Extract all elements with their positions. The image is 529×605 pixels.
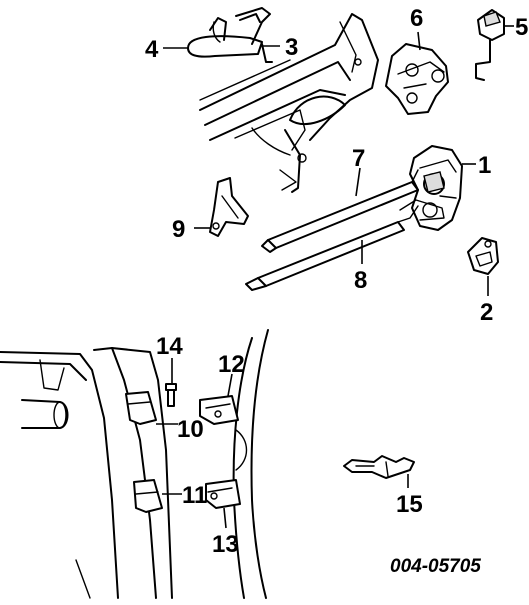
callout-7: 7 (352, 145, 365, 172)
callout-9: 9 (172, 216, 185, 243)
callout-1: 1 (478, 152, 491, 179)
callout-13: 13 (212, 531, 239, 558)
callout-3: 3 (285, 34, 298, 61)
lock-rod-clip (475, 9, 505, 81)
diagram-code: 004-05705 (390, 556, 481, 577)
callout-12: 12 (218, 351, 245, 378)
callout-6: 6 (410, 5, 423, 32)
hinge-bolt (165, 383, 177, 407)
upper-door-hinge (199, 395, 239, 425)
leader-12 (227, 373, 233, 397)
callout-14: 14 (156, 333, 183, 360)
door-inner-panel (199, 13, 379, 193)
lower-door-hinge (205, 479, 241, 509)
callout-4: 4 (145, 36, 159, 63)
callout-11: 11 (182, 482, 207, 509)
leader-6 (417, 31, 421, 51)
door-latch (399, 145, 463, 231)
upper-hinge (125, 391, 157, 425)
control-rods (245, 169, 419, 291)
inside-handle (187, 7, 273, 63)
handle-bracket (209, 177, 249, 237)
callout-5: 5 (515, 14, 528, 41)
leader-13 (223, 507, 227, 529)
leader-7 (355, 167, 361, 197)
door-striker (467, 237, 499, 275)
door-check-pin (343, 455, 415, 479)
callout-8: 8 (354, 267, 367, 294)
lock-bracket (385, 43, 449, 115)
callout-10: 10 (177, 416, 204, 443)
lower-hinge (133, 479, 163, 513)
callout-2: 2 (480, 299, 493, 326)
callout-15: 15 (396, 491, 423, 518)
